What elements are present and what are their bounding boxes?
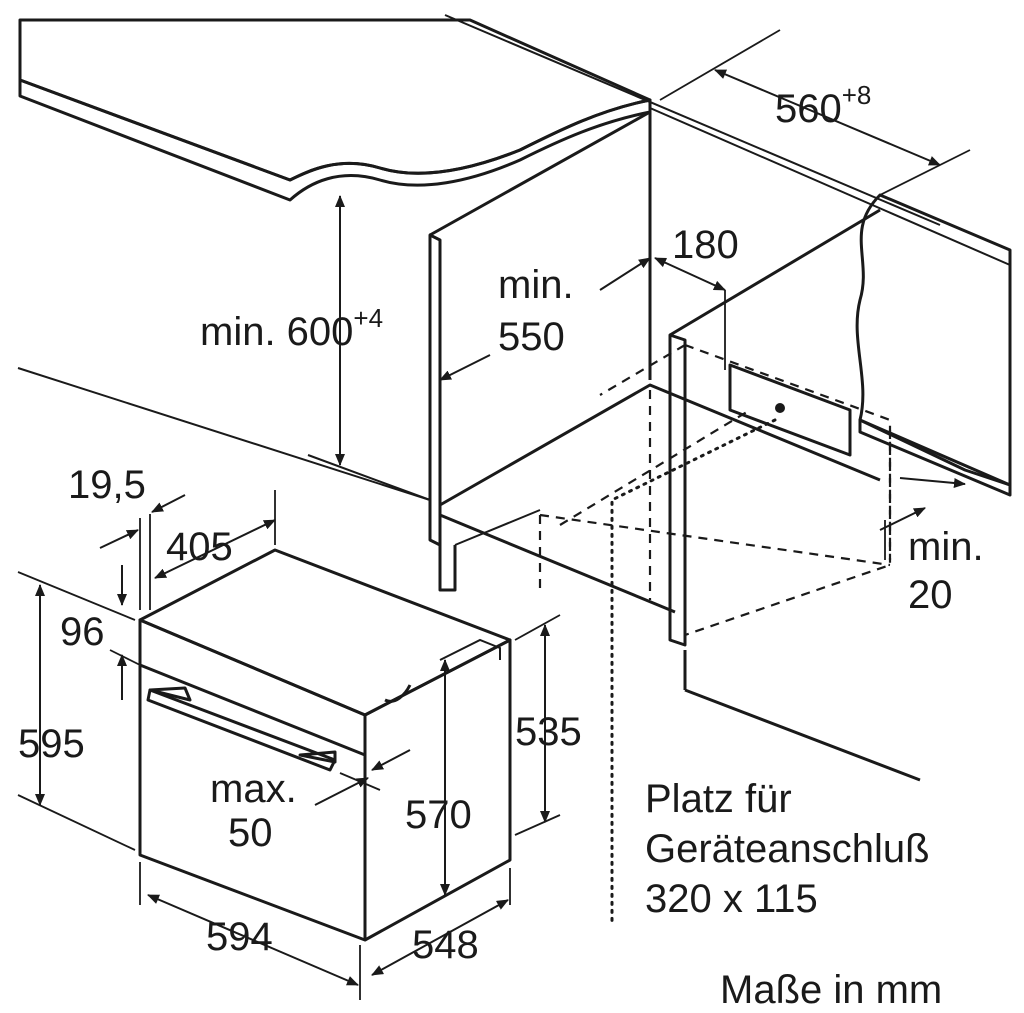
label-gap-min-2: 20 (908, 573, 953, 617)
label-gap-min-1: min. (908, 525, 984, 569)
label-width-niche: 560+8 (775, 80, 871, 131)
label-connection-3: 320 x 115 (645, 877, 818, 921)
label-panel-96: 96 (60, 610, 105, 654)
label-width-594: 594 (206, 915, 273, 959)
label-height-595: 595 (18, 722, 85, 766)
label-depth-min-1: min. (498, 263, 574, 307)
label-height-570: 570 (405, 793, 472, 837)
cabinet-niche (17, 14, 1011, 927)
label-units-note: Maße in mm (720, 968, 942, 1012)
label-connection-1: Platz für (645, 777, 792, 821)
label-height-535: 535 (515, 710, 582, 754)
dimension-lines (17, 29, 971, 1000)
worktop-left (18, 18, 652, 202)
oven (138, 548, 512, 942)
worktop-right (855, 193, 1012, 497)
label-depth-405: 405 (166, 525, 233, 569)
label-depth-548: 548 (412, 923, 479, 967)
label-connection-2: Geräteanschluß (645, 827, 930, 871)
label-handle-max-2: 50 (228, 811, 273, 855)
label-handle-max-1: max. (210, 767, 297, 811)
label-height-min: min. 600+4 (200, 303, 383, 354)
label-front-19-5: 19,5 (68, 463, 146, 507)
label-cutout-180: 180 (672, 223, 739, 267)
label-depth-min-2: 550 (498, 315, 565, 359)
